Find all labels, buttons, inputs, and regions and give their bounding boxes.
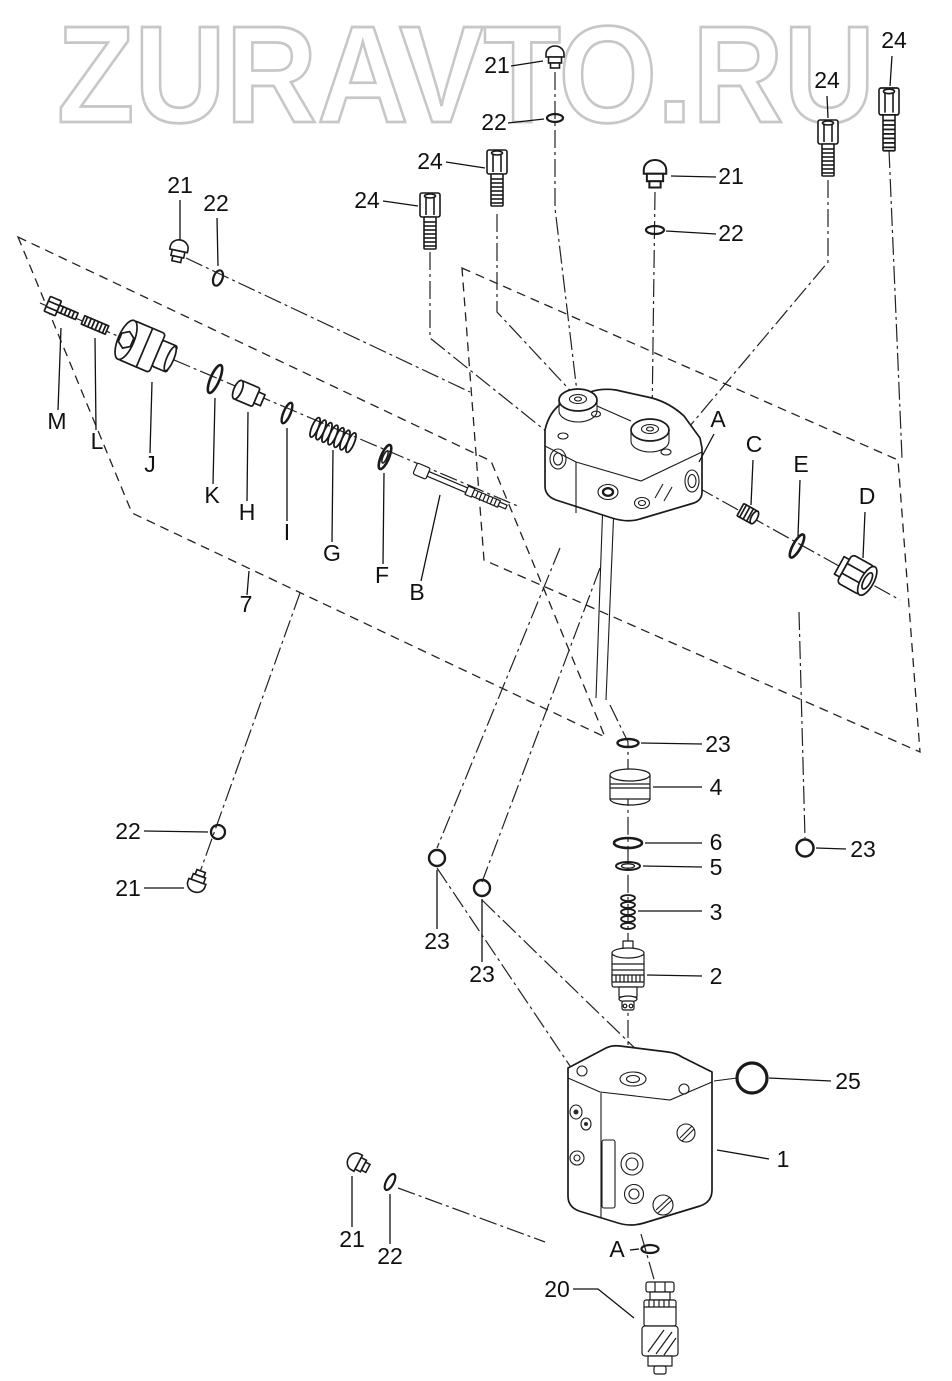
ref-A-lower: A (609, 1236, 625, 1262)
spring-G-icon (309, 416, 357, 454)
oring-6-icon (612, 836, 644, 850)
plug-C-icon (736, 503, 760, 525)
callout-24-c: 24 (814, 67, 840, 93)
callout-3: 3 (710, 899, 723, 925)
oring-22-icon-upper-left (211, 269, 225, 287)
bolt-24-icon-2 (486, 149, 508, 207)
piston-4-icon (609, 768, 651, 806)
ring-5-icon (615, 861, 641, 871)
ref-H: H (239, 499, 256, 525)
ref-D: D (859, 483, 876, 509)
oring-K-icon (206, 363, 224, 395)
oring-E-icon (788, 533, 806, 559)
ref-K: K (204, 482, 220, 508)
group-frame-right (461, 266, 921, 754)
screw-21-icon-bottom (343, 1149, 373, 1178)
callout-21-top: 21 (484, 52, 510, 78)
group-frame-7 (16, 235, 607, 739)
leader-lines (57, 55, 893, 1319)
ref-B: B (409, 579, 424, 605)
ref-A-upper: A (710, 406, 726, 432)
seat-F-icon (377, 443, 393, 471)
bolt-24-icon-4 (878, 87, 900, 152)
callout-23-left-2: 23 (469, 961, 495, 987)
spool-B-icon (412, 462, 508, 510)
callout-21-bottom: 21 (339, 1226, 365, 1252)
callout-2: 2 (710, 963, 723, 989)
callout-25: 25 (835, 1068, 861, 1094)
callout-6: 6 (710, 829, 723, 855)
nut-D-icon (833, 554, 878, 597)
callout-21-mid-left: 21 (115, 875, 141, 901)
callout-23-right: 23 (850, 836, 876, 862)
callout-24-b: 24 (354, 187, 380, 213)
callout-21-right: 21 (718, 163, 744, 189)
bolt-M-icon (43, 295, 79, 321)
oring-I-icon (280, 401, 294, 425)
ref-I: I (284, 519, 290, 545)
watermark-text: ZURAVTO.RU (57, 0, 875, 152)
oring-23-icon-left-2 (472, 878, 492, 898)
ref-L: L (91, 428, 104, 454)
callout-24-d: 24 (881, 27, 907, 53)
callout-22-top: 22 (481, 109, 507, 135)
ref-J: J (144, 451, 156, 477)
callout-23-left-1: 23 (424, 928, 450, 954)
callout-22-mid-left: 22 (115, 818, 141, 844)
callout-23-center: 23 (705, 731, 731, 757)
plug-21-icon-mid-left (184, 867, 211, 896)
bore-guide-lines (595, 499, 738, 1082)
oring-23-icon-right (795, 838, 815, 858)
callout-22-bottom: 22 (377, 1243, 403, 1269)
upper-valve-body (544, 388, 703, 522)
ref-E: E (793, 451, 808, 477)
oring-22-icon-mid-left (209, 823, 227, 841)
oring-22-icon-top (545, 112, 565, 124)
ref-F: F (375, 562, 389, 588)
callout-24-a: 24 (417, 148, 443, 174)
stud-L-icon (80, 314, 110, 336)
callout-7: 7 (240, 591, 253, 617)
oring-A-icon-bottom (640, 1243, 660, 1255)
callout-22-right: 22 (718, 220, 744, 246)
callout-4: 4 (710, 774, 723, 800)
ref-G: G (323, 540, 341, 566)
ref-M: M (47, 408, 66, 434)
oring-22-icon-bottom (383, 1172, 397, 1192)
screw-21-icon-upper-left (166, 237, 191, 265)
spring-3-icon (620, 894, 636, 930)
oring-22-icon-right (644, 224, 666, 236)
bolt-24-icon-1 (419, 192, 441, 250)
ref-C: C (746, 431, 763, 457)
oring-23-icon-center (616, 737, 640, 749)
callout-1: 1 (777, 1146, 790, 1172)
oring-23-icon-left-1 (427, 848, 447, 868)
callout-22-upper-left: 22 (203, 190, 229, 216)
oring-25-icon (735, 1061, 769, 1095)
lower-valve-body (567, 1044, 713, 1226)
plug-H-icon (231, 379, 266, 407)
callout-21-upper-left: 21 (167, 172, 193, 198)
cap-J-icon (114, 319, 178, 373)
relief-valve-20-icon (641, 1281, 679, 1375)
callout-5: 5 (710, 854, 723, 880)
valve-2-icon (611, 940, 645, 1011)
callout-20: 20 (544, 1276, 570, 1302)
centerlines (39, 72, 903, 1301)
plug-21-icon-right (642, 159, 668, 189)
